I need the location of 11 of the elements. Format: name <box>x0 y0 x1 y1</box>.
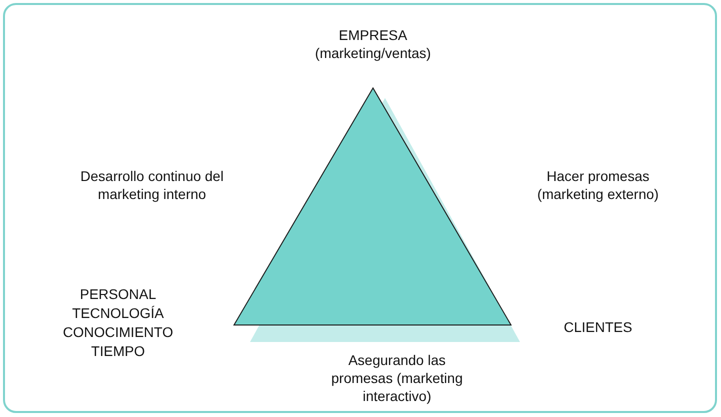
corner-label: TIEMPO <box>91 342 145 360</box>
corner-label: Hacer promesas <box>546 167 650 185</box>
corner-label: (marketing/ventas) <box>315 44 431 62</box>
side-label: Asegurando las promesas (marketing interactivo) <box>330 351 464 405</box>
corner-label: CONOCIMIENTO <box>62 323 174 341</box>
corner-label: TECNOLOGÍA <box>72 304 164 322</box>
side-label: Desarrollo continuo del marketing interno <box>79 167 225 203</box>
corner-label: PERSONAL <box>80 285 156 303</box>
corner-label: (marketing externo) <box>537 185 659 203</box>
corner-label: EMPRESA <box>338 26 408 44</box>
corner-label: CLIENTES <box>564 318 632 336</box>
